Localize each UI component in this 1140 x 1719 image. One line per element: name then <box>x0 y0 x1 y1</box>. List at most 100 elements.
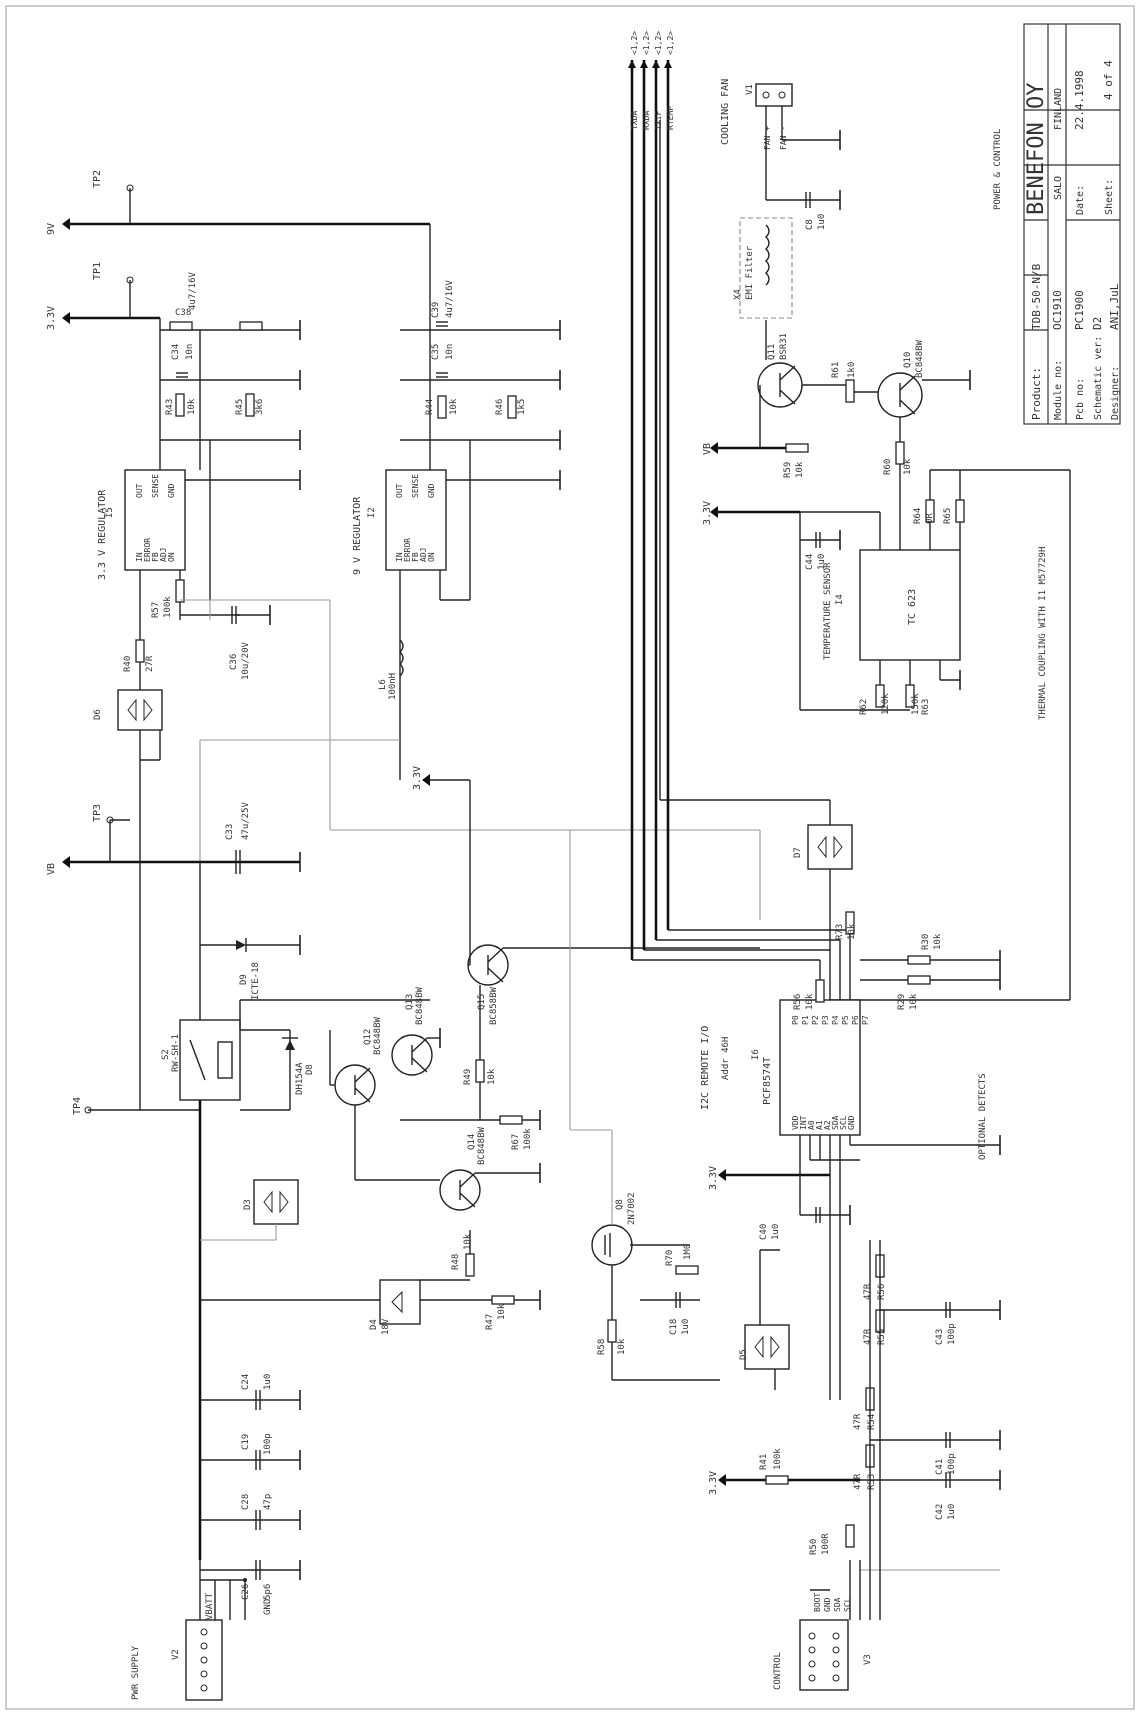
c43-value: 100p <box>947 1323 957 1345</box>
v3-pin-gnd: GND <box>823 1597 832 1612</box>
r43-value: 10k <box>187 398 197 415</box>
mosfet-q8: Q8 2N7002 R58 10k R70 1M0 C18 1u0 <box>569 830 720 1381</box>
pcf-p2: P2 <box>811 1015 820 1025</box>
r63-label: R63 <box>921 699 931 715</box>
pcf-a1: A1 <box>815 1120 824 1130</box>
d8-value: DH154A <box>295 1062 305 1095</box>
q12-label: Q12 <box>363 1029 373 1045</box>
c19-value: 100p <box>263 1433 273 1455</box>
vbatt-label: VBATT <box>205 1592 215 1620</box>
pcf-a2: A2 <box>823 1120 832 1130</box>
c41-label: C41 <box>935 1459 945 1475</box>
c38-value: 4u7/16V <box>188 271 198 310</box>
q14-type: BC848BW <box>477 1126 487 1165</box>
reg9-pin-on: ON <box>427 552 436 562</box>
l6-label: L6 <box>378 679 388 690</box>
tb-country: FINLAND <box>1053 88 1064 130</box>
bus-txif: TXIF <box>654 111 663 130</box>
pcf-p5: P5 <box>841 1015 850 1025</box>
tb-schem-label: Schematic ver: <box>1093 336 1104 420</box>
r62-value: 120k <box>881 693 891 715</box>
r44-value: 10k <box>449 398 459 415</box>
tb-designer-label: Designer: <box>1110 366 1121 420</box>
r56b-label: R56 <box>877 1284 887 1300</box>
r64-value: 0R <box>925 513 935 524</box>
pcf-p0: P0 <box>791 1015 800 1025</box>
x4-label: X4 <box>733 289 743 300</box>
r41-label: R41 <box>759 1454 769 1470</box>
c42-value: 1u0 <box>947 1504 957 1520</box>
c44-value: 1u0 <box>817 554 827 570</box>
r53-value: 47R <box>853 1473 863 1490</box>
temp-sensor-section: 3.3V C44 1u0 TC 623 TEMPERATURE SENSOR I… <box>702 469 1071 1001</box>
pwr-supply-title: PWR SUPPLY <box>131 1645 141 1700</box>
pcf-int: INT <box>799 1115 808 1130</box>
tb-company: BENEFON OY <box>1024 83 1049 215</box>
d4-label: D4 <box>369 1319 379 1330</box>
regulator-9v: 9 V REGULATOR I2 IN ERROR FB ADJ ON OUT … <box>352 440 561 780</box>
reg9-output-network: C39 4u7/16V C35 10n R44 10k R46 1k5 <box>400 279 561 450</box>
tb-date-label: Date: <box>1075 185 1086 215</box>
tp2-label: TP2 <box>92 170 103 188</box>
c18-value: 1u0 <box>681 1319 691 1335</box>
d3-label: D3 <box>243 1199 253 1210</box>
q15-3v3-label: 3.3V <box>412 766 423 790</box>
r56a-label: R56 <box>793 994 803 1010</box>
tb-module-value: OC1910 <box>1051 290 1064 330</box>
r30-value: 10k <box>933 933 943 950</box>
c8-label: C8 <box>805 219 815 230</box>
r45-value: 3k6 <box>255 399 265 415</box>
reg33-pin-in: IN <box>135 552 144 562</box>
reg9-pin-sense: SENSE <box>411 474 420 498</box>
pcf-p4: P4 <box>831 1015 840 1025</box>
signal-bus: TXDA RXDA TXIF RTEMP <1,2> <1,2> <1,2> <… <box>628 31 851 1000</box>
bus-ref-0: <1,2> <box>630 31 639 55</box>
r50-label: R50 <box>809 1539 819 1555</box>
c28-label: C28 <box>241 1494 251 1510</box>
c24-value: 1u0 <box>263 1374 273 1390</box>
bus-ref-3: <1,2> <box>666 31 675 55</box>
r64-label: R64 <box>913 508 923 524</box>
reg9-pin-error: ERROR <box>403 538 412 562</box>
d4-value: 18V <box>381 1318 391 1335</box>
bus-ref-2: <1,2> <box>654 31 663 55</box>
v1-label: V1 <box>745 84 755 95</box>
pcf-vdd: VDD <box>791 1115 800 1130</box>
diode-d7: D7 <box>659 120 853 1000</box>
title-block: Product: TDB-50-N/B Module no: OC1910 Pc… <box>993 23 1121 425</box>
reg33-pin-fb: FB <box>151 552 160 562</box>
io-expander-pcf8574: PCF8574T I6 I2C REMOTE I/O Addr 46H P0 P… <box>700 911 1001 1400</box>
c28-value: 47p <box>263 1494 273 1510</box>
tc623-label: TC 623 <box>907 589 918 625</box>
pcf-p7: P7 <box>861 1015 870 1025</box>
bus-ref-1: <1,2> <box>642 31 651 55</box>
r47-label: R47 <box>485 1314 495 1330</box>
r40-label: R40 <box>123 656 133 672</box>
q15-type: BC858BW <box>489 986 499 1025</box>
pcf-gnd: GND <box>847 1115 856 1130</box>
q12-type: BC848BW <box>373 1016 383 1055</box>
r44-label: R44 <box>425 399 435 415</box>
r43-label: R43 <box>165 399 175 415</box>
tp4-label: TP4 <box>72 1097 83 1115</box>
pcf-a0: A0 <box>807 1120 816 1130</box>
v3-pin-boot: BOOT <box>813 1593 822 1612</box>
ctrl-3v3-label: 3.3V <box>708 1471 719 1495</box>
sheet-border <box>5 5 1135 1710</box>
reg9-title: 9 V REGULATOR <box>352 496 363 575</box>
c39-label: C39 <box>431 302 441 318</box>
tb-pcb-label: Pcb no: <box>1075 378 1086 420</box>
d9-value: ICTE-18 <box>251 962 261 1000</box>
temp-sensor-title: TEMPERATURE SENSOR <box>823 562 833 660</box>
reg33-pin-error: ERROR <box>143 538 152 562</box>
r50-value: 100R <box>821 1533 831 1555</box>
r65-label: R65 <box>943 508 953 524</box>
pcf-p6: P6 <box>851 1015 860 1025</box>
c35-value: 10n <box>445 344 455 360</box>
regulator-3v3: 3.3 V REGULATOR I5 IN ERROR FB ADJ ON OU… <box>97 440 301 690</box>
tp1-label: TP1 <box>92 262 103 280</box>
tb-schem-value: D2 <box>1091 317 1104 330</box>
r70-value: 1M0 <box>683 1244 693 1260</box>
l6-value: 100nH <box>388 673 398 700</box>
s2-type: RW-SH-1 <box>171 1034 181 1072</box>
